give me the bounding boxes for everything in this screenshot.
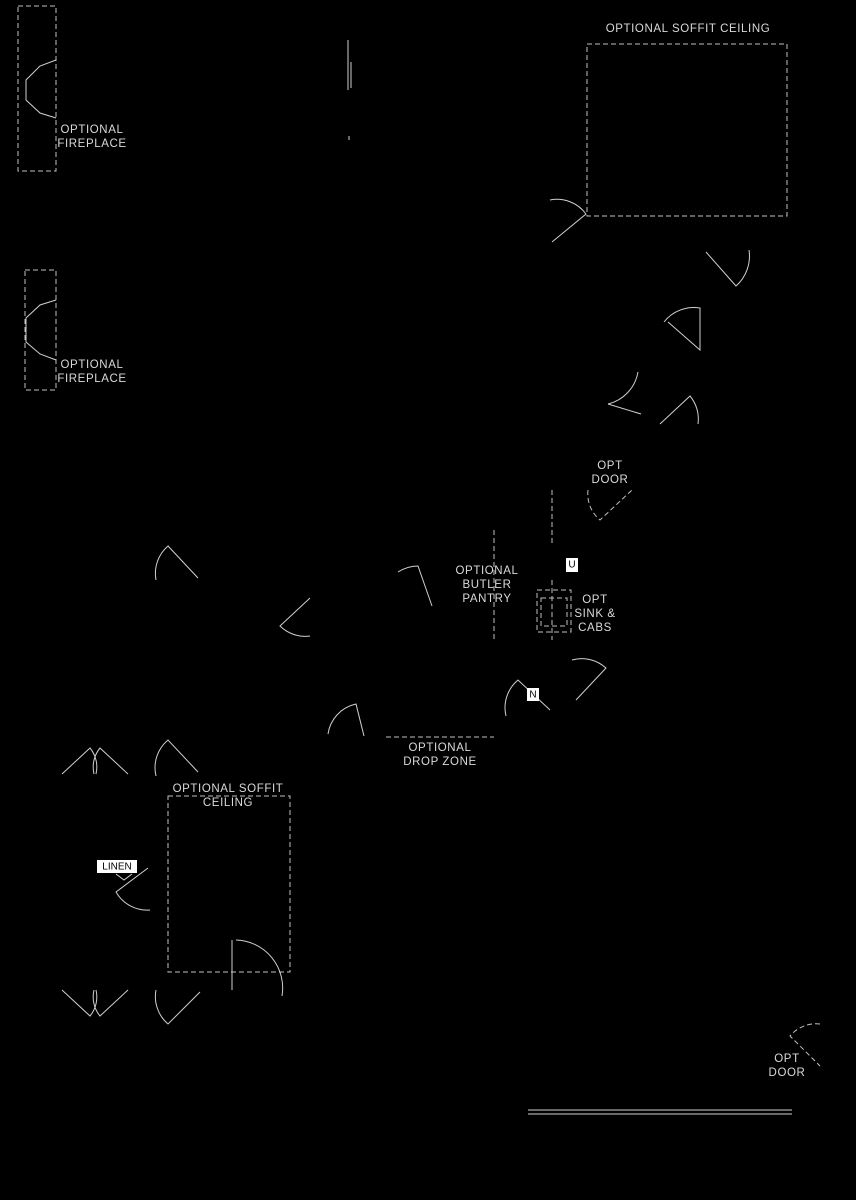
drop-zone-label-line2: DROP ZONE (403, 756, 477, 768)
opt-door-2 (789, 1023, 821, 1067)
soffit-bottom-outline (167, 795, 291, 973)
tag-u: U (566, 558, 578, 572)
soffit-bottom-label-line1: OPTIONAL SOFFIT (173, 783, 284, 795)
tag-u-text: U (568, 560, 575, 571)
wall-segment-top (347, 40, 352, 140)
wall-segment-bottom (528, 1109, 792, 1115)
soffit-top-label: OPTIONAL SOFFIT CEILING (606, 23, 771, 35)
tag-n-text: N (529, 690, 536, 701)
butler-pantry-label-line3: PANTRY (462, 593, 511, 605)
door-swings-lower-left (61, 739, 201, 1025)
fireplace-2-label-line1: OPTIONAL (61, 359, 124, 371)
opt-door-2-label-line2: DOOR (769, 1067, 806, 1079)
opt-door-1-label-line1: OPT (597, 460, 622, 472)
opt-sink-label-line3: CABS (578, 622, 612, 634)
opt-door-1 (551, 489, 633, 545)
butler-pantry-label-line1: OPTIONAL (456, 565, 519, 577)
fireplace-1-label-line2: FIREPLACE (57, 138, 126, 150)
opt-door-1-label-line2: DOOR (592, 474, 629, 486)
fireplace-1 (17, 5, 57, 172)
fireplace-2 (24, 269, 57, 391)
door-swing-linen (115, 867, 151, 911)
opt-sink (536, 580, 572, 640)
tag-n: N (527, 688, 539, 701)
soffit-bottom-label-line2: CEILING (203, 797, 253, 809)
fireplace-1-label-line1: OPTIONAL (61, 124, 124, 136)
linen-tag: LINEN (97, 860, 137, 881)
linen-tag-text: LINEN (102, 862, 131, 873)
opt-door-2-label-line1: OPT (774, 1053, 799, 1065)
opt-sink-label-line2: SINK & (574, 608, 615, 620)
door-swings-middle (154, 545, 607, 737)
drop-zone-label-line1: OPTIONAL (409, 742, 472, 754)
opt-sink-label-line1: OPT (582, 594, 607, 606)
fireplace-2-label-line2: FIREPLACE (57, 373, 126, 385)
soffit-top-outline (586, 43, 788, 217)
door-swings-upper (549, 198, 750, 425)
butler-pantry-label-line2: BUTLER (463, 579, 512, 591)
door-swing-bath (231, 939, 284, 997)
